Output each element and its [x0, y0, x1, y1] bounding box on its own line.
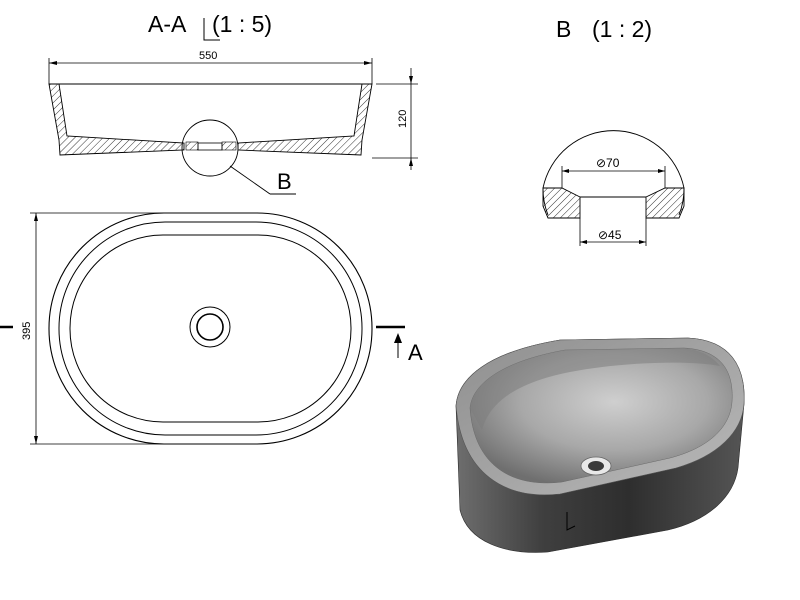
drain-inner [196, 313, 224, 341]
width-dimension: 550 [48, 50, 373, 84]
section-scale: (1 : 5) [212, 11, 272, 37]
detail-circle [181, 119, 239, 177]
detail-title: B [556, 16, 571, 42]
basin-render [455, 337, 745, 553]
right-wall-section [237, 83, 373, 156]
drain-outer [189, 306, 231, 348]
section-symbol-icon [203, 18, 220, 41]
depth-dim-label: 395 [21, 322, 33, 340]
height-dimension: 120 [372, 68, 418, 170]
basin-floor [69, 234, 352, 423]
section-title: A-A [148, 11, 187, 37]
left-wall-section [48, 83, 185, 156]
detail-scale: (1 : 2) [592, 16, 652, 42]
height-dim-label: 120 [397, 110, 409, 128]
render-drain-hole [588, 461, 604, 471]
outer-diameter-label: ⊘70 [596, 156, 620, 170]
inner-rim [58, 221, 363, 436]
section-view: A-A (1 : 5) 550 120 [48, 11, 418, 195]
detail-callout-label: B [277, 169, 292, 194]
detail-view: B (1 : 2) ⊘70 ⊘45 [542, 16, 685, 246]
width-dim-label: 550 [199, 50, 217, 62]
inner-diameter-label: ⊘45 [598, 228, 622, 242]
section-marker-label: A [408, 340, 423, 365]
top-view: 395 A [0, 212, 423, 445]
outer-rim [48, 212, 373, 445]
